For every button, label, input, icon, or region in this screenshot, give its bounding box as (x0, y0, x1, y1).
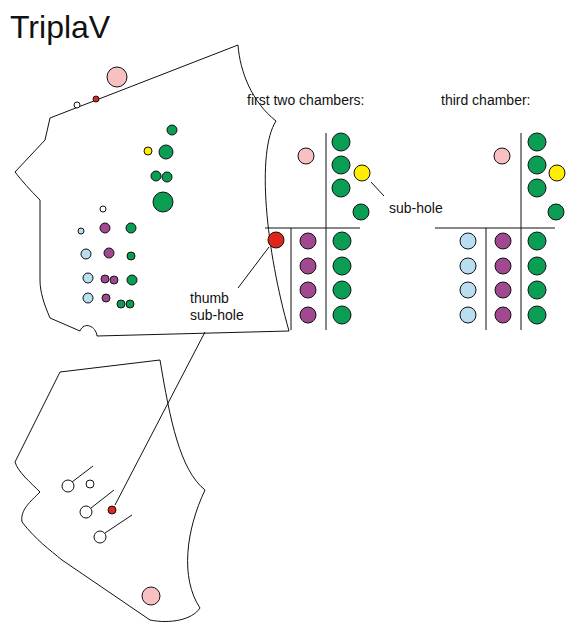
hole-dots (74, 67, 177, 308)
finger-symbols (62, 466, 160, 605)
label: first two chambers: (247, 92, 364, 109)
label: third chamber: (441, 92, 530, 109)
instrument-outline (15, 45, 289, 336)
chamber-chart (435, 133, 565, 330)
instrument-outline (15, 360, 205, 622)
label: thumb sub-hole (190, 290, 254, 324)
leader-line (115, 182, 384, 505)
title: TriplaV (10, 8, 110, 46)
chamber-chart (265, 133, 370, 330)
label: sub-hole (389, 200, 443, 217)
